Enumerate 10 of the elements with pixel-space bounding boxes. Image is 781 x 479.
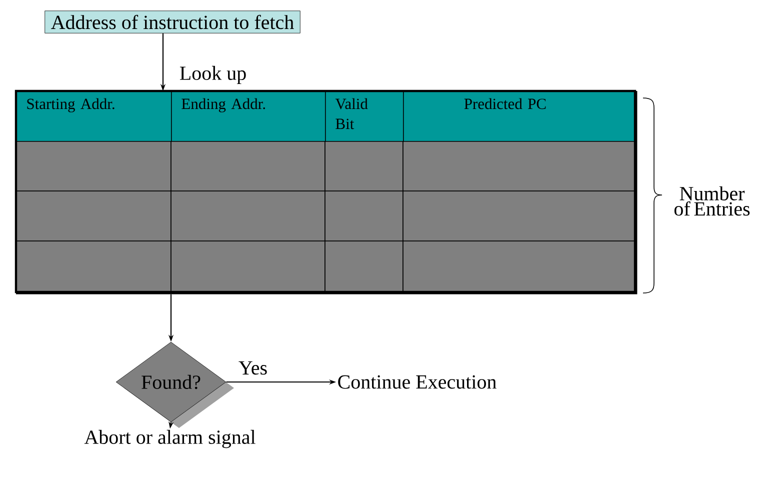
address-box: Address of instruction to fetch bbox=[44, 10, 300, 34]
brace-label: Number of Entries bbox=[674, 186, 750, 216]
header-cell: Ending Addr. bbox=[171, 91, 326, 142]
edge-label: Look up bbox=[178, 64, 248, 86]
outcome-text: Abort or alarm signal bbox=[84, 430, 256, 448]
header-cell: Valid Bit bbox=[325, 91, 404, 142]
table bbox=[14, 90, 638, 294]
edge-label: Yes bbox=[237, 360, 269, 376]
header-cell: Starting Addr. bbox=[16, 91, 172, 142]
outcome-text: Continue Execution bbox=[338, 375, 496, 389]
